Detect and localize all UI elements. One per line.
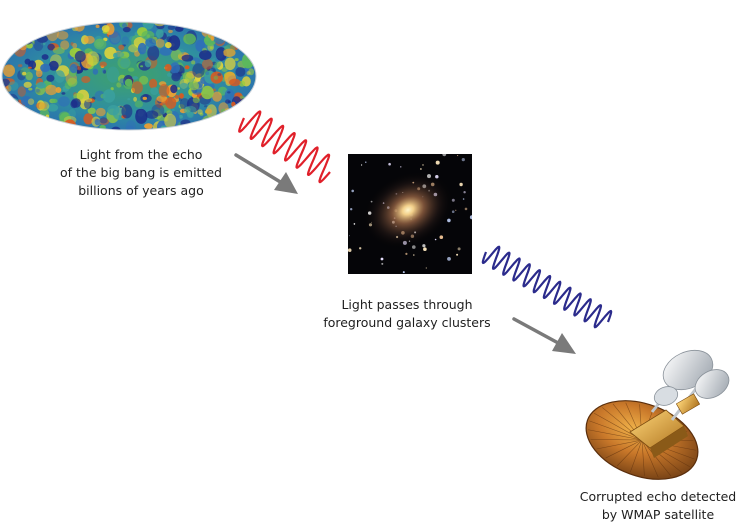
galaxy-cluster-image bbox=[348, 154, 472, 274]
wmap-satellite-image bbox=[585, 349, 730, 480]
caption-line: foreground galaxy clusters bbox=[323, 315, 491, 330]
caption-line: Light from the echo bbox=[79, 147, 203, 162]
caption-line: by WMAP satellite bbox=[601, 507, 715, 522]
caption-line: Light passes through bbox=[341, 297, 473, 312]
caption-line: of the big bang is emitted bbox=[60, 165, 222, 180]
galaxy-caption: Light passes through foreground galaxy c… bbox=[312, 296, 502, 332]
satellite-caption: Corrupted echo detected by WMAP satellit… bbox=[572, 488, 744, 524]
cmb-sky-map-image bbox=[1, 21, 257, 131]
caption-line: billions of years ago bbox=[78, 183, 204, 198]
emission-caption: Light from the echo of the big bang is e… bbox=[50, 146, 232, 200]
arrow-to-galaxy bbox=[234, 153, 298, 194]
red-light-wave bbox=[238, 110, 331, 184]
caption-line: Corrupted echo detected bbox=[579, 489, 737, 504]
arrow-to-satellite bbox=[512, 317, 576, 354]
blue-light-wave bbox=[481, 245, 613, 329]
